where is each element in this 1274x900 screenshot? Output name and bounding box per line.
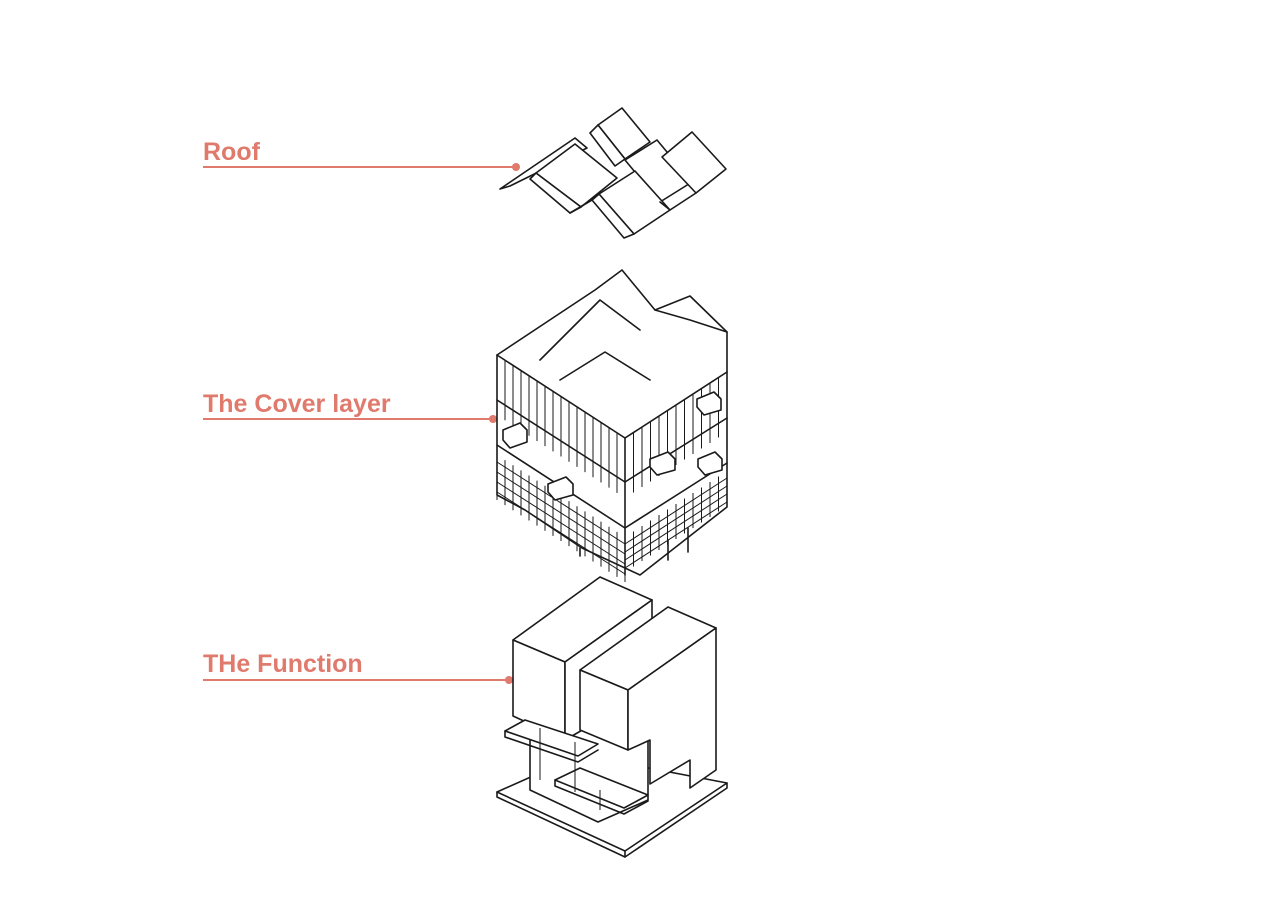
label-cover-layer: The Cover layer xyxy=(203,390,391,418)
leader-cover-layer xyxy=(203,415,497,423)
leader-roof xyxy=(203,163,520,171)
label-roof: Roof xyxy=(203,138,260,166)
function-drawing xyxy=(496,576,728,858)
roof-drawing xyxy=(499,107,727,239)
leader-function xyxy=(203,676,513,684)
cover-layer-drawing xyxy=(496,269,728,582)
label-function: THe Function xyxy=(203,650,363,678)
